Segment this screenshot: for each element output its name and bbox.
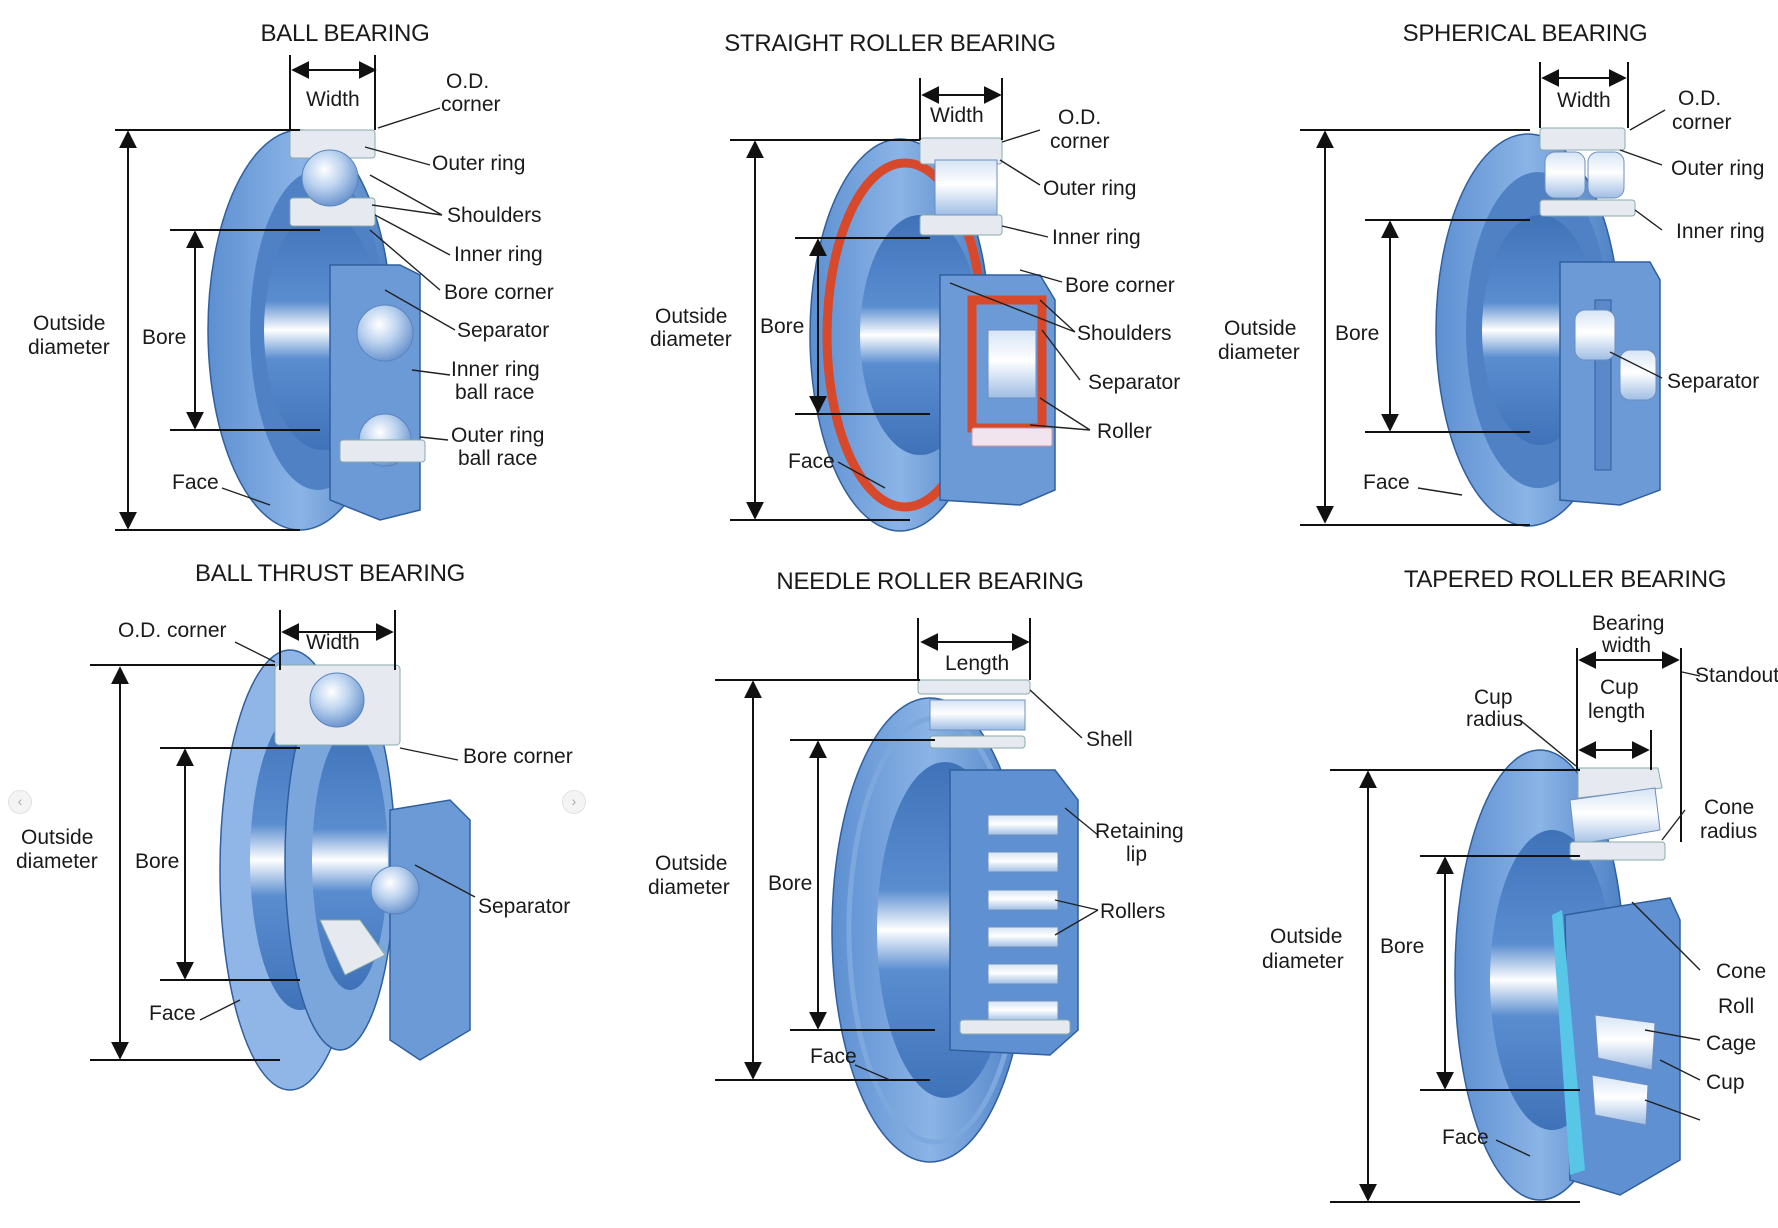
cup-length-label-2: length [1588,700,1646,723]
od-corner-label-2: corner [1672,111,1732,134]
face-label: Face [788,450,835,473]
separator-label: Separator [457,319,550,342]
outside-diameter-label-1: Outside [1270,925,1343,948]
panel-title: NEEDLE ROLLER BEARING [776,568,1084,595]
outer-ring-label: Outer ring [432,152,526,175]
outside-diameter-label-2: diameter [1218,341,1300,364]
od-corner-label-2: corner [1050,130,1110,153]
cup-length-label-1: Cup [1600,676,1639,699]
panel-title: SPHERICAL BEARING [1402,20,1648,47]
bore-corner-label: Bore corner [463,745,573,768]
cup-radius-label-1: Cup [1474,686,1513,709]
outside-diameter-label-2: diameter [648,876,730,899]
outside-diameter-label-1: Outside [33,312,106,335]
bore-label: Bore [1380,935,1425,958]
panel-title: STRAIGHT ROLLER BEARING [724,30,1056,57]
ball-bearing-diagram [115,55,456,531]
bore-label: Bore [1335,322,1380,345]
bore-label: Bore [142,326,187,349]
ball-bearing-panel: BALL BEARING Width O.D. corn [0,0,600,560]
shoulders-label: Shoulders [447,204,542,227]
inner-ring-label: Inner ring [454,243,543,266]
tapered-roller-bearing-diagram [1330,648,1701,1203]
standout-label: Standout [1695,664,1778,687]
separator-label: Separator [478,895,571,918]
od-corner-label-2: corner [441,93,501,116]
outside-diameter-label-1: Outside [1224,317,1297,340]
outside-diameter-label-2: diameter [650,328,732,351]
inner-ring-label: Inner ring [1676,220,1765,243]
cone-radius-label-1: Cone [1704,796,1755,819]
face-label: Face [172,471,219,494]
face-label: Face [1442,1126,1489,1149]
panel-title: BALL THRUST BEARING [195,560,465,587]
outer-ring-label: Outer ring [1671,157,1765,180]
ball-thrust-bearing-panel: BALL THRUST BEARING O.D. corner Width Bo… [0,560,600,1228]
shoulders-label: Shoulders [1077,322,1172,345]
cup-radius-label-2: radius [1466,708,1524,731]
outside-diameter-label-2: diameter [1262,950,1344,973]
chevron-right-icon[interactable]: › [562,790,586,814]
bore-corner-label: Bore corner [444,281,554,304]
bore-label: Bore [135,850,180,873]
chevron-left-icon[interactable]: ‹ [8,790,32,814]
separator-label: Separator [1088,371,1181,394]
outside-diameter-label-2: diameter [28,336,110,359]
outer-race-label-1: Outer ring [451,424,545,447]
roller-label: Roller [1097,420,1152,443]
outside-diameter-label-2: diameter [16,850,98,873]
outside-diameter-label-1: Outside [655,852,728,875]
panel-title: BALL BEARING [260,20,430,47]
od-corner-label-1: O.D. [1058,106,1102,129]
cup-label: Cup [1706,1071,1745,1094]
shell-label: Shell [1086,728,1133,751]
inner-race-label-2: ball race [455,381,535,404]
separator-label: Separator [1667,370,1760,393]
straight-roller-bearing-diagram [730,78,1091,532]
bore-label: Bore [768,872,813,895]
straight-roller-bearing-panel: STRAIGHT ROLLER BEARING Width O.D. corne… [600,0,1200,560]
bore-label: Bore [760,315,805,338]
width-label: Width [1557,89,1611,112]
face-label: Face [149,1002,196,1025]
outer-race-label-2: ball race [458,447,538,470]
spherical-bearing-panel: SPHERICAL BEARING Width O.D. corner Oute… [1200,0,1778,560]
roll-label: Roll [1718,995,1755,1018]
face-label: Face [1363,471,1410,494]
outside-diameter-label-1: Outside [21,826,94,849]
inner-ring-label: Inner ring [1052,226,1141,249]
needle-roller-bearing-panel: NEEDLE ROLLER BEARING Length Shell Retai… [600,560,1200,1228]
width-label: Width [306,631,360,654]
cage-label: Cage [1706,1032,1757,1055]
width-label: Width [930,104,984,127]
outside-diameter-label-1: Outside [655,305,728,328]
od-corner-label-1: O.D. [1678,87,1722,110]
panel-title: TAPERED ROLLER BEARING [1403,566,1727,593]
outer-ring-label: Outer ring [1043,177,1137,200]
rollers-label: Rollers [1100,900,1166,923]
retaining-lip-label-2: lip [1126,843,1148,866]
length-label: Length [945,652,1010,675]
bearing-width-label-1: Bearing [1592,612,1665,635]
cone-radius-label-2: radius [1700,820,1758,843]
face-label: Face [810,1045,857,1068]
cone-label: Cone [1716,960,1767,983]
od-corner-label: O.D. corner [118,619,227,642]
width-label: Width [306,88,360,111]
bore-corner-label: Bore corner [1065,274,1175,297]
tapered-roller-bearing-panel: TAPERED ROLLER BEARING Bearing width Cup… [1200,560,1778,1228]
inner-race-label-1: Inner ring [451,358,540,381]
needle-roller-bearing-diagram [715,618,1099,1163]
spherical-bearing-diagram [1300,62,1666,527]
od-corner-label-1: O.D. [446,70,490,93]
ball-thrust-bearing-diagram [90,610,476,1091]
bearing-width-label-2: width [1602,634,1652,657]
retaining-lip-label-1: Retaining [1095,820,1184,843]
